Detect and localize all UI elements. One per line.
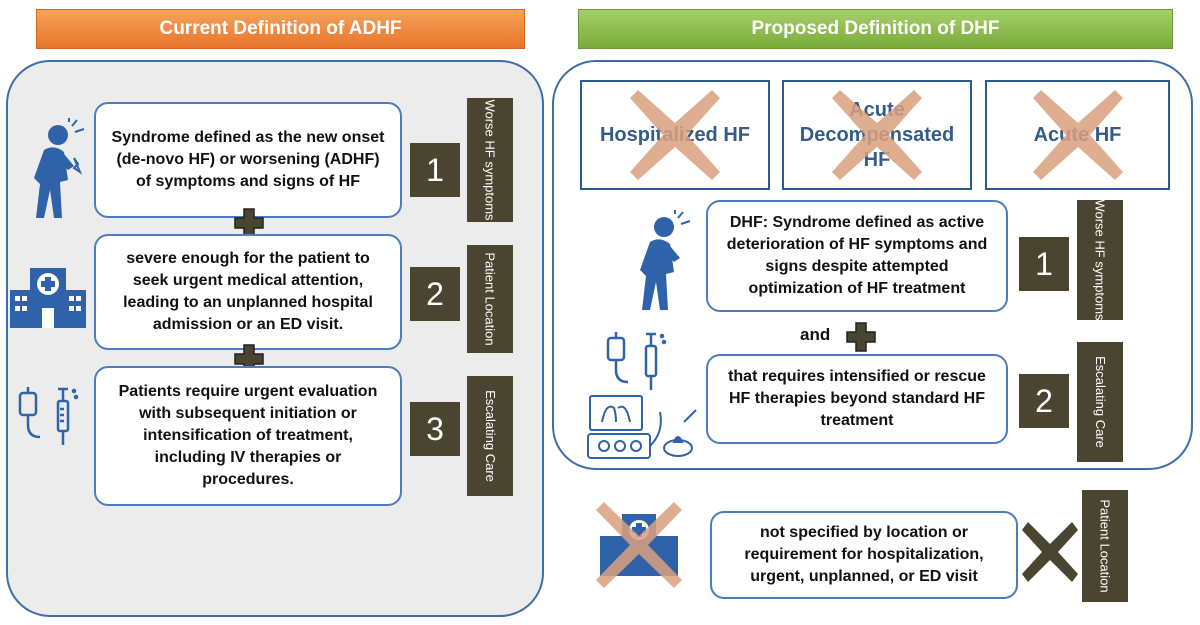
excluded-criterion-box: not specified by location or requirement… (710, 511, 1018, 599)
monitor-device-icon (584, 392, 704, 466)
left-title: Current Definition of ADHF (159, 18, 402, 39)
criterion-1-number-text: 1 (426, 151, 444, 188)
iv-bag-syringe-icon (16, 385, 82, 451)
criterion-3-tag-text: Escalating Care (483, 390, 498, 482)
dhf-criterion-2-box: that requires intensified or rescue HF t… (706, 354, 1008, 444)
excluded-criterion-tag: Patient Location (1082, 490, 1128, 602)
dhf-criterion-1-tag-text: Worse HF symptoms (1093, 199, 1109, 321)
dhf-criterion-2-number-text: 2 (1035, 382, 1053, 419)
rejected-term-acute-hf: Acute HF (985, 80, 1170, 190)
dhf-criterion-1-text: DHF: Syndrome defined as active deterior… (726, 214, 988, 297)
rejected-term-label: Hospitalized HF (599, 123, 750, 146)
dhf-criterion-1-number-text: 1 (1035, 245, 1053, 282)
right-title-banner: Proposed Definition of DHF (578, 9, 1173, 49)
and-connector: and (800, 325, 831, 344)
plus-icon (846, 322, 876, 352)
dhf-criterion-1-number: 1 (1019, 237, 1069, 291)
criterion-2-tag: Patient Location (467, 245, 513, 353)
crossed-hospital-icon (596, 500, 682, 590)
criterion-2-text: severe enough for the patient to seek ur… (123, 250, 373, 333)
criterion-1-tag-text: Worse HF symptoms (483, 99, 499, 221)
rejected-term-hospitalized-hf: Hospitalized HF (580, 80, 770, 190)
dark-x-icon (1022, 522, 1078, 582)
criterion-1-tag: Worse HF symptoms (467, 98, 513, 222)
criterion-3-number-text: 3 (426, 410, 444, 447)
criterion-3-number: 3 (410, 402, 460, 456)
dhf-criterion-1-tag: Worse HF symptoms (1077, 199, 1123, 321)
dhf-criterion-2-text: that requires intensified or rescue HF t… (728, 368, 986, 429)
iv-bag-syringe-icon (604, 330, 670, 396)
criterion-2-number-text: 2 (426, 275, 444, 312)
criterion-2-number: 2 (410, 267, 460, 321)
criterion-1-text: Syndrome defined as the new onset (de-no… (111, 129, 385, 190)
criterion-3-box: Patients require urgent evaluation with … (94, 366, 402, 506)
excluded-criterion-tag-text: Patient Location (1098, 499, 1114, 593)
patient-pain-icon (14, 118, 90, 228)
rejected-term-acute-decompensated-hf: Acute Decompensated HF (782, 80, 972, 190)
rejected-term-label: Acute HF (1033, 123, 1122, 146)
dhf-criterion-1-box: DHF: Syndrome defined as active deterior… (706, 200, 1008, 312)
criterion-1-number: 1 (410, 143, 460, 197)
dhf-criterion-2-number: 2 (1019, 374, 1069, 428)
patient-pain-icon (616, 210, 700, 320)
criterion-2-box: severe enough for the patient to seek ur… (94, 234, 402, 350)
excluded-criterion-text: not specified by location or requirement… (744, 524, 984, 585)
dhf-criterion-2-tag-text: Escalating Care (1093, 356, 1108, 448)
hospital-icon (6, 262, 90, 330)
criterion-2-tag-text: Patient Location (483, 252, 499, 346)
criterion-3-tag: Escalating Care (467, 376, 513, 496)
right-title: Proposed Definition of DHF (751, 18, 1000, 39)
left-title-banner: Current Definition of ADHF (36, 9, 525, 49)
dhf-criterion-2-tag: Escalating Care (1077, 342, 1123, 462)
rejected-term-label: Acute Decompensated HF (799, 98, 955, 171)
criterion-1-box: Syndrome defined as the new onset (de-no… (94, 102, 402, 218)
criterion-3-text: Patients require urgent evaluation with … (118, 383, 378, 488)
